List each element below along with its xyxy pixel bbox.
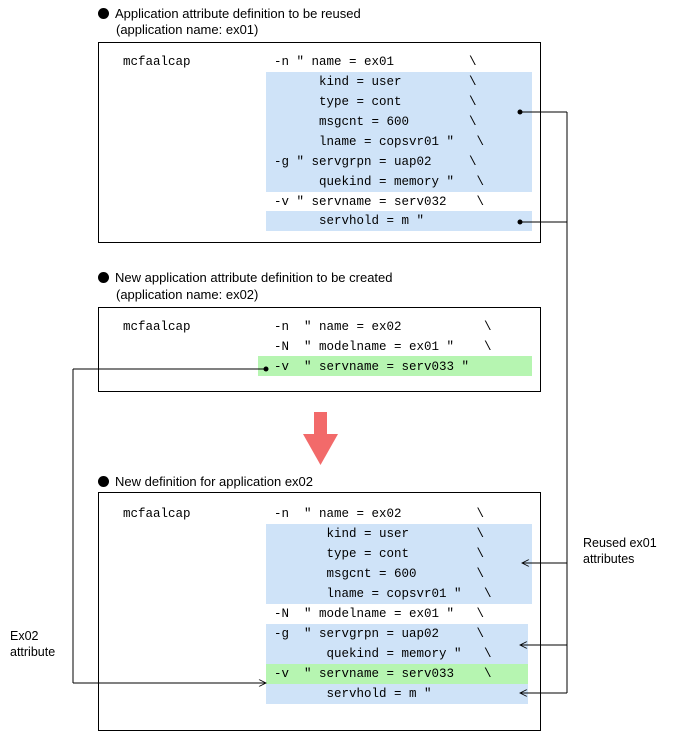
reused-label-line2: attributes — [583, 552, 635, 566]
section3-line-9: servhold = m " — [274, 687, 432, 701]
section3-line-5: -N " modelname = ex01 " \ — [274, 607, 485, 621]
section1-line-4: lname = copsvr01 " \ — [274, 135, 485, 149]
down-arrow-icon — [303, 412, 338, 465]
section3-line-0: -n " name = ex02 \ — [274, 507, 485, 521]
section1-line-6: quekind = memory " \ — [274, 175, 485, 189]
section2-cmd: mcfaalcap — [123, 320, 191, 334]
section1-heading: Application attribute definition to be r… — [98, 6, 361, 22]
section3-line-7: quekind = memory " \ — [274, 647, 492, 661]
section3-line-3: msgcnt = 600 \ — [274, 567, 485, 581]
section1-heading-line1: Application attribute definition to be r… — [115, 6, 361, 21]
section2-highlight-new — [258, 356, 532, 376]
section3-line-4: lname = copsvr01 " \ — [274, 587, 492, 601]
section1-line-3: msgcnt = 600 \ — [274, 115, 477, 129]
section1-line-5: -g " servgrpn = uap02 \ — [274, 155, 477, 169]
section3-highlight-reused-top — [266, 524, 532, 604]
section3-line-6: -g " servgrpn = uap02 \ — [274, 627, 485, 641]
section2-heading-line1: New application attribute definition to … — [115, 270, 393, 285]
section1-line-0: -n " name = ex01 \ — [274, 55, 477, 69]
section2-line-1: -N " modelname = ex01 " \ — [274, 340, 492, 354]
section3-cmd: mcfaalcap — [123, 507, 191, 521]
reused-connector — [517, 109, 568, 694]
bullet-icon — [98, 476, 109, 487]
section1-highlight-reused — [266, 72, 532, 192]
section2-line-2: -v " servname = serv033 " — [274, 360, 470, 374]
bullet-icon — [98, 8, 109, 19]
section3-highlight-new — [266, 664, 528, 684]
ex02-connector — [72, 366, 269, 684]
section3-line-2: type = cont \ — [274, 547, 485, 561]
section3-highlight-reused-bottom — [266, 684, 528, 704]
section2-code-box — [98, 307, 541, 392]
section1-highlight-servhold — [266, 211, 532, 231]
section1-highlight-plain — [266, 192, 532, 211]
section3-line-8: -v " servname = serv033 \ — [274, 667, 492, 681]
section3-highlight-reused-mid — [266, 624, 528, 664]
section3-line-1: kind = user \ — [274, 527, 485, 541]
section1-subheading: (application name: ex01) — [116, 22, 259, 37]
bullet-icon — [98, 272, 109, 283]
section1-cmd: mcfaalcap — [123, 55, 191, 69]
section1-line-8: servhold = m " — [274, 214, 425, 228]
section2-subheading: (application name: ex02) — [116, 287, 259, 302]
reused-label-line1: Reused ex01 — [583, 536, 657, 550]
section2-line-0: -n " name = ex02 \ — [274, 320, 492, 334]
section1-line-7: -v " servname = serv032 \ — [274, 195, 485, 209]
section2-heading: New application attribute definition to … — [98, 270, 393, 286]
ex02-label-line1: Ex02 — [10, 629, 39, 643]
ex02-label-line2: attribute — [10, 645, 56, 659]
section1-line-2: type = cont \ — [274, 95, 477, 109]
section3-heading-line1: New definition for application ex02 — [115, 474, 314, 489]
section1-line-1: kind = user \ — [274, 75, 477, 89]
section3-heading: New definition for application ex02 — [98, 474, 313, 490]
